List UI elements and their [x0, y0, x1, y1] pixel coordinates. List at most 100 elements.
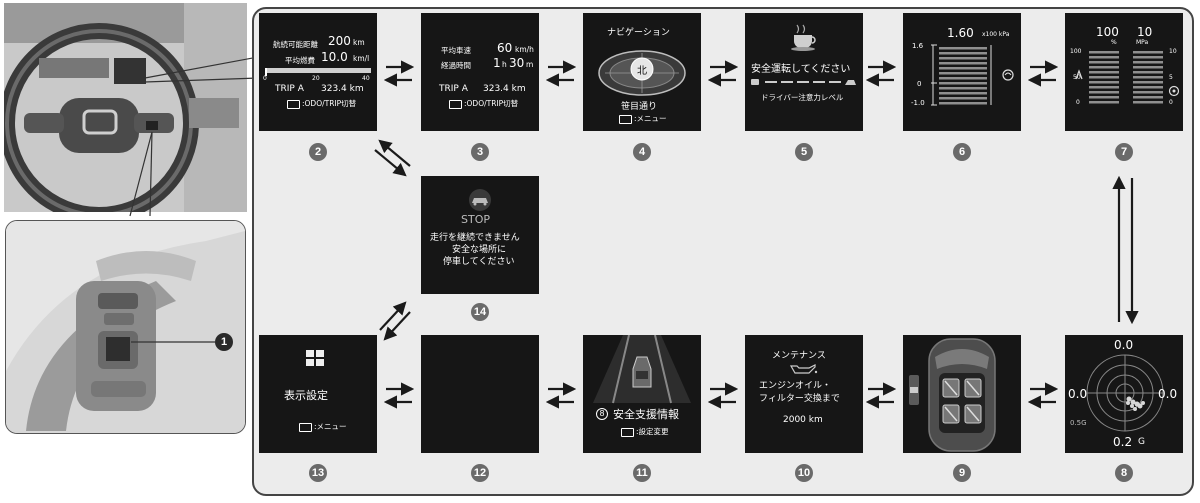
trip-label: TRIP A [439, 84, 468, 94]
screen-number-3: 3 [471, 143, 489, 161]
boost-bar-gauge [931, 44, 992, 106]
attention-level-bar [751, 79, 856, 85]
steering-switch-icon [449, 99, 462, 109]
brake-tick-5: 5 [1169, 74, 1173, 81]
oil-line-1: エンジンオイル・ [759, 381, 832, 391]
screen-number-11: 11 [633, 464, 651, 482]
elapsed-minutes-unit: m [526, 60, 534, 69]
avg-speed-value: 60 [497, 41, 513, 55]
steering-wheel-photo [4, 3, 247, 212]
fuel-scale-tick [265, 68, 267, 76]
boost-tick-zero: 0 [917, 80, 922, 88]
g-left-value: 0.0 [1068, 387, 1088, 401]
compass-icon [598, 50, 686, 96]
scale-tick-40: 40 [362, 75, 370, 82]
fuel-label: 平均燃費 [285, 56, 315, 65]
direction-label: 北 [637, 66, 647, 77]
boost-value: 1.60 [947, 26, 974, 40]
avg-speed-unit: km/h [515, 45, 534, 54]
screen-range-fuel: 航続可能距離 200 km 平均燃費 10.0 km/l 0 20 40 TRI… [259, 13, 377, 131]
steering-switch-photo [5, 220, 246, 434]
elapsed-hours-unit: h [502, 60, 507, 69]
screen-number-13: 13 [309, 464, 327, 482]
screen-number-4: 4 [633, 143, 651, 161]
throttle-value: 100 [1096, 25, 1119, 39]
screen-number-2: 2 [309, 143, 327, 161]
screen-display-settings: 表示設定 :メニュー [259, 335, 377, 453]
coffee-cup-icon [791, 24, 816, 51]
brake-tick-10: 10 [1169, 48, 1177, 55]
elapsed-time-label: 経過時間 [441, 61, 471, 70]
brake-pedal-icon [1168, 85, 1180, 97]
accelerator-pedal-icon [1075, 69, 1083, 80]
scale-tick-20: 20 [312, 75, 320, 82]
safety-title: 安全支援情報 [613, 408, 679, 421]
car-warning-icon [469, 189, 491, 211]
trip-value: 323.4 km [321, 84, 364, 94]
attention-level-label: ドライバー注意力レベル [761, 93, 844, 102]
throttle-brake-bar-gauges [1089, 51, 1163, 104]
boost-tick-min: -1.0 [911, 99, 925, 107]
brake-pressure-value: 10 [1137, 25, 1153, 39]
display-settings-icon [306, 350, 324, 366]
screen-turbo-boost: 1.60 x100 kPa 1.6 0 -1.0 [903, 13, 1021, 131]
range-unit: km [353, 38, 365, 47]
brake-tick-0: 0 [1169, 99, 1173, 106]
fuel-scale-bar [265, 68, 371, 73]
screen-seatbelt-status [903, 335, 1021, 453]
nav-title: ナビゲーション [607, 28, 670, 38]
stop-line-2: 安全な場所に [452, 245, 507, 255]
throttle-tick-0: 0 [1076, 99, 1080, 106]
g-unit: G [1138, 437, 1145, 447]
screen-number-6: 6 [953, 143, 971, 161]
g-rear-value: 0.2 [1113, 435, 1133, 449]
steering-switch-icon [619, 114, 632, 124]
display-settings-title: 表示設定 [284, 389, 328, 402]
settings-hint: :設定変更 [621, 426, 669, 437]
stop-label: STOP [461, 213, 490, 226]
screen-throttle-brake: 100 % 10 MPa 100 50 0 10 5 0 [1065, 13, 1183, 131]
steering-switch-icon [621, 427, 634, 437]
boost-tick-max: 1.6 [912, 42, 924, 50]
oil-can-icon [789, 364, 818, 374]
screen-number-9: 9 [953, 464, 971, 482]
stop-line-1: 走行を継続できません [430, 233, 520, 243]
range-label: 航続可能距離 [273, 40, 318, 49]
steering-switch-icon [287, 99, 300, 109]
trip-value: 323.4 km [483, 84, 526, 94]
screen-g-meter: 0.0 0.0 0.0 0.5G 0.2 G [1065, 335, 1183, 453]
screen-maintenance: メンテナンス エンジンオイル・ フィルター交換まで 2000 km [745, 335, 863, 453]
screen-stop-warning: STOP 走行を継続できません 安全な場所に 停車してください [421, 176, 539, 294]
odo-trip-hint: :ODO/TRIP切替 [449, 98, 518, 109]
avg-speed-label: 平均車速 [441, 46, 471, 55]
screen-number-5: 5 [795, 143, 813, 161]
odo-trip-hint: :ODO/TRIP切替 [287, 98, 356, 109]
elapsed-hours: 1 [493, 56, 501, 70]
road-car-icon [593, 335, 691, 404]
screen-number-7: 7 [1115, 143, 1133, 161]
screen-number-8: 8 [1115, 464, 1133, 482]
safety-badge: 8 [596, 408, 608, 420]
attention-title: 安全運転してください [751, 64, 851, 75]
boost-unit: x100 kPa [982, 31, 1010, 38]
range-value: 200 [328, 34, 351, 48]
screen-avg-speed: 平均車速 60 km/h 経過時間 1 h 30 m TRIP A 323.4 … [421, 13, 539, 131]
maintenance-title: メンテナンス [772, 351, 826, 361]
throttle-unit: % [1111, 39, 1117, 46]
elapsed-minutes: 30 [509, 56, 525, 70]
menu-hint: :メニュー [619, 113, 667, 124]
turbo-icon [1002, 69, 1014, 81]
menu-hint: :メニュー [299, 421, 347, 432]
steering-switch-icon [299, 422, 312, 432]
screen-blank [421, 335, 539, 453]
screen-attention: 安全運転してください ドライバー注意力レベル [745, 13, 863, 131]
trip-label: TRIP A [275, 84, 304, 94]
g-front-value: 0.0 [1114, 338, 1134, 352]
g-ring-label: 0.5G [1070, 419, 1087, 427]
car-top-view-icon [909, 338, 996, 452]
screen-navigation: ナビゲーション 北 笹目通り :メニュー [583, 13, 701, 131]
screen-number-10: 10 [795, 464, 813, 482]
fuel-value: 10.0 [321, 50, 348, 64]
